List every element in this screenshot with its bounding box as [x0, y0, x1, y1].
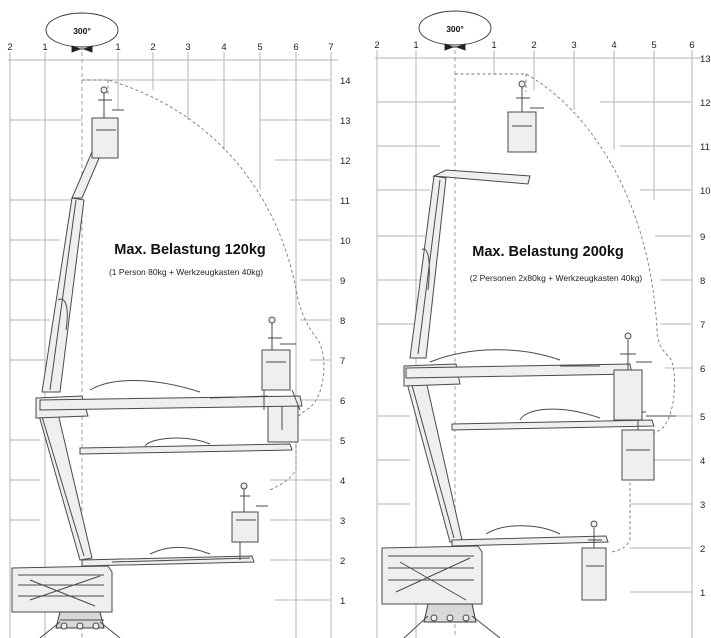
y-tick-label: 5 [700, 412, 705, 423]
y-tick-label: 8 [700, 276, 705, 287]
x-tick-label: 6 [293, 42, 298, 53]
working-envelope [82, 79, 325, 491]
y-tick-label: 7 [700, 320, 705, 331]
y-tick-label: 5 [340, 436, 345, 447]
x-tick-label: 1 [115, 42, 120, 53]
x-tick-label: 2 [374, 40, 379, 51]
x-tick-label: 4 [221, 42, 226, 53]
y-tick-label: 4 [340, 476, 345, 487]
y-tick-labels-right: 13 12 11 10 9 8 7 6 5 4 3 2 1 [700, 54, 711, 599]
y-tick-label: 6 [700, 364, 705, 375]
y-tick-label: 1 [340, 596, 345, 607]
vertical-grid [9, 52, 332, 638]
x-tick-label: 3 [571, 40, 576, 51]
y-tick-label: 2 [700, 544, 705, 555]
rotation-arrows-icon [444, 43, 466, 51]
y-tick-label: 7 [340, 356, 345, 367]
x-tick-label: 1 [413, 40, 418, 51]
load-title: Max. Belastung 200kg [472, 244, 624, 260]
y-tick-label: 12 [700, 98, 711, 109]
y-tick-label: 12 [340, 156, 351, 167]
y-tick-label: 11 [700, 142, 710, 153]
load-subtitle: (2 Personen 2x80kg + Werkzeugkasten 40kg… [470, 273, 643, 283]
y-tick-label: 9 [700, 232, 705, 243]
x-tick-label: 3 [185, 42, 190, 53]
x-tick-label: 5 [257, 42, 262, 53]
load-subtitle: (1 Person 80kg + Werkzeugkasten 40kg) [109, 267, 263, 277]
y-tick-label: 6 [340, 396, 345, 407]
x-tick-label: 5 [651, 40, 656, 51]
working-envelope [455, 73, 675, 553]
y-tick-label: 14 [340, 76, 351, 87]
lower-arm [403, 371, 463, 543]
y-tick-label: 3 [340, 516, 345, 527]
rotation-label: 300° [446, 24, 464, 34]
x-tick-label: 1 [491, 40, 496, 51]
rotation-label: 300° [73, 26, 91, 36]
x-tick-labels-right: 2 1 1 2 3 4 5 6 [374, 40, 694, 51]
jib [432, 169, 531, 185]
rotation-ellipse [418, 10, 492, 46]
x-tick-label: 2 [7, 42, 12, 53]
y-tick-labels-left: 14 13 12 11 10 9 8 7 6 5 4 3 2 1 [340, 76, 351, 607]
basket-mid [261, 349, 291, 391]
y-tick-label: 8 [340, 316, 345, 327]
x-tick-label: 1 [42, 42, 47, 53]
x-tick-label: 2 [150, 42, 155, 53]
load-title: Max. Belastung 120kg [114, 242, 266, 258]
basket-lower [231, 511, 259, 543]
machine-illustration-right [381, 80, 676, 638]
basket-lower [581, 547, 607, 601]
machine-illustration-left [11, 86, 303, 638]
y-tick-label: 1 [700, 588, 705, 599]
y-tick-label: 10 [340, 236, 351, 247]
x-tick-labels-left: 2 1 1 2 3 4 5 6 7 [7, 42, 333, 53]
diagram-left: 300° [7, 12, 351, 638]
y-tick-label: 2 [340, 556, 345, 567]
x-tick-label: 7 [328, 42, 333, 53]
upper-arm [409, 175, 447, 359]
diagram-right: 300° [374, 10, 711, 638]
y-tick-label: 9 [340, 276, 345, 287]
horizontal-grid [10, 79, 331, 601]
rotation-arrows-icon [71, 45, 93, 53]
x-tick-label: 6 [689, 40, 694, 51]
y-tick-label: 3 [700, 500, 705, 511]
basket-mid [613, 369, 643, 421]
basket-top [91, 117, 119, 159]
lower-arm [35, 404, 93, 561]
y-tick-label: 4 [700, 456, 705, 467]
x-tick-label: 2 [531, 40, 536, 51]
y-tick-label: 13 [700, 54, 711, 65]
rotation-ellipse [45, 12, 119, 48]
x-tick-label: 4 [611, 40, 616, 51]
y-tick-label: 11 [340, 196, 350, 207]
y-tick-label: 10 [700, 186, 711, 197]
basket-top [507, 111, 537, 153]
y-tick-label: 13 [340, 116, 351, 127]
